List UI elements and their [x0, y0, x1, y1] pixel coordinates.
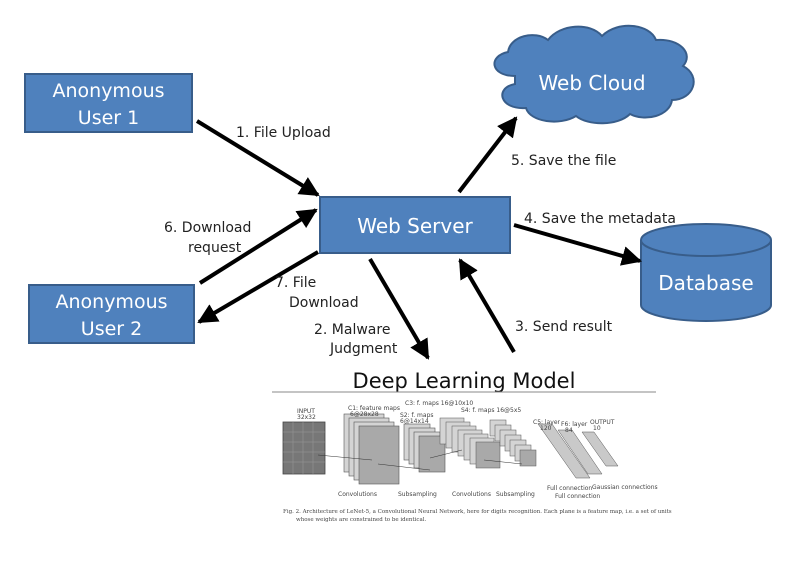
fig-output-label: OUTPUT — [590, 419, 615, 426]
web-cloud-label: Web Cloud — [538, 71, 645, 95]
fig-op-1: Convolutions — [338, 491, 377, 498]
arrow-save-metadata — [513, 223, 642, 266]
fig-c5-label: C5: layer — [533, 419, 561, 426]
fig-c1-size: 6@28x28 — [350, 411, 379, 418]
fig-s2-label: S2: f. maps — [400, 412, 434, 419]
arrow-send-result — [458, 258, 516, 354]
user1-label-line1: Anonymous — [52, 80, 164, 102]
user2-label-line1: Anonymous — [55, 291, 167, 313]
edge-label-file-download-2: Download — [289, 295, 359, 311]
edge-label-download-request-1: 6. Download — [164, 220, 251, 236]
fig-op-7: Gaussian connections — [592, 484, 658, 491]
input-plane — [282, 421, 326, 475]
arrow-malware-judgment — [368, 257, 430, 360]
anonymous-user-1-node: Anonymous User 1 — [24, 73, 193, 133]
database-node: Database — [640, 223, 772, 322]
fig-op-4: Subsampling — [496, 491, 535, 498]
fig-c1-label: C1: feature maps — [348, 405, 400, 412]
fig-s4-label: S4: f. maps 16@5x5 — [461, 407, 521, 414]
edge-label-save-metadata: 4. Save the metadata — [524, 211, 676, 227]
user1-label-line2: User 1 — [78, 107, 139, 129]
fig-op-6: Full connection — [555, 493, 600, 500]
database-label: Database — [658, 271, 753, 295]
fig-op-2: Subsampling — [398, 491, 437, 498]
fig-s2-size: 6@14x14 — [400, 418, 429, 425]
input-grid — [283, 422, 325, 474]
anonymous-user-2-node: Anonymous User 2 — [28, 284, 195, 344]
arrow-download-request — [198, 208, 318, 285]
web-server-node: Web Server — [319, 196, 511, 254]
fig-caption-line2: whose weights are constrained to be iden… — [296, 517, 427, 523]
c3-feature-maps — [439, 417, 501, 469]
f6-layer — [557, 429, 603, 475]
deep-learning-model-title: Deep Learning Model — [353, 369, 576, 393]
edge-label-save-file: 5. Save the file — [511, 153, 616, 169]
arrow-file-download — [197, 250, 320, 324]
fig-output-size: 10 — [593, 425, 601, 432]
edge-label-file-upload: 1. File Upload — [236, 125, 331, 141]
edge-label-malware-judgment-2: Judgment — [329, 341, 398, 357]
user2-label-line2: User 2 — [81, 318, 142, 340]
edge-label-send-result: 3. Send result — [515, 319, 613, 335]
fig-c3-label: C3: f. maps 16@10x10 — [405, 400, 473, 407]
fig-f6-label: F6: layer — [561, 421, 588, 428]
fig-op-5: Full connection — [547, 485, 592, 492]
fig-caption-line1: Fig. 2. Architecture of LeNet-5, a Convo… — [283, 509, 672, 515]
edge-label-file-download-1: 7. File — [275, 275, 316, 291]
fig-op-3: Convolutions — [452, 491, 491, 498]
edge-label-malware-judgment-1: 2. Malware — [314, 322, 390, 338]
s4-feature-maps — [489, 419, 537, 467]
connection-lines — [317, 449, 523, 471]
fig-c5-size: 120 — [540, 425, 552, 432]
fig-input-size: 32x32 — [297, 414, 316, 421]
web-server-label: Web Server — [357, 214, 473, 238]
edge-label-download-request-2: request — [188, 240, 242, 256]
c5-layer — [537, 423, 591, 479]
fig-input-label: INPUT — [297, 408, 315, 415]
fig-f6-size: 84 — [565, 427, 573, 434]
output-layer — [581, 431, 619, 467]
arrow-save-file — [457, 116, 518, 194]
s2-feature-maps — [403, 423, 446, 473]
lenet-figure: INPUT 32x32 C1: feature maps 6@28x28 S2:… — [282, 400, 672, 523]
c1-feature-maps — [343, 413, 400, 485]
arrow-file-upload — [195, 119, 320, 197]
web-cloud-node: Web Cloud — [493, 24, 695, 125]
